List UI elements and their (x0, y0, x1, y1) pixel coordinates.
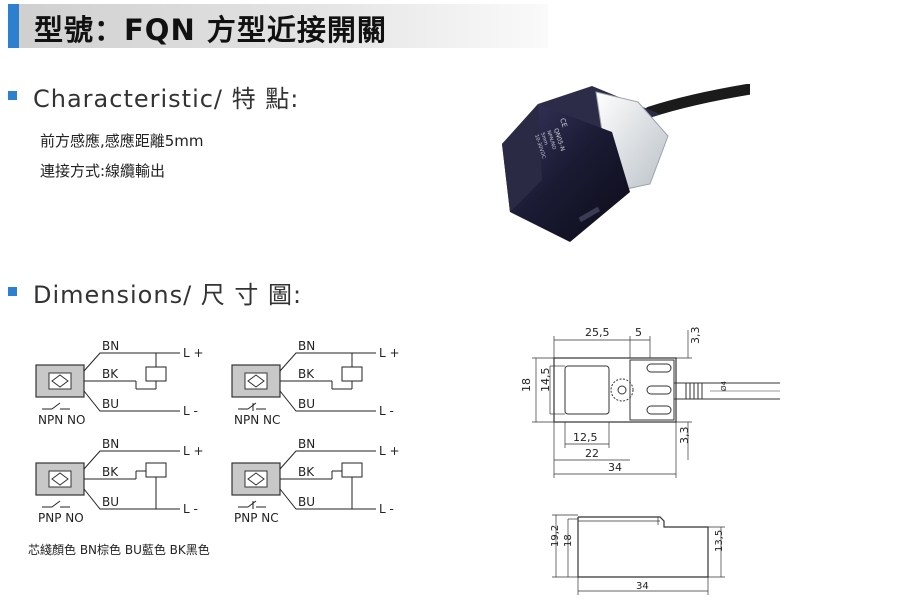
wire-label-bk: BK (102, 465, 119, 479)
wire-label-bu: BU (102, 495, 119, 509)
title-bar: 型號：FQN 方型近接開關 (8, 4, 548, 48)
dim-18-side: 18 (563, 534, 574, 547)
characteristic-bullet (8, 91, 17, 100)
wire-label-bu: BU (298, 397, 315, 411)
title-accent-bar (8, 4, 19, 48)
page-title: 型號：FQN 方型近接開關 (34, 13, 387, 47)
terminal-l-plus: L + (183, 444, 204, 458)
terminal-l-minus: L - (379, 404, 394, 418)
wire-label-bk: BK (298, 367, 315, 381)
dimensions-heading: Dimensions/ 尺 寸 圖: (33, 281, 303, 309)
cable (644, 84, 750, 118)
terminal-l-minus: L - (183, 404, 198, 418)
dim-14-5: 14,5 (539, 368, 552, 393)
dim-3-3-top: 3,3 (689, 327, 702, 345)
terminal-l-plus: L + (379, 444, 400, 458)
dim-34-side: 34 (636, 581, 649, 592)
dim-25-5: 25,5 (585, 326, 610, 339)
wire-label-bn: BN (298, 339, 315, 353)
wire-label-bn: BN (298, 437, 315, 451)
wiring-type-label: PNP NO (38, 511, 84, 525)
sensor-front-face (502, 104, 542, 212)
sensor-led (578, 206, 601, 223)
wiring-type-label: NPN NO (38, 413, 85, 427)
product-ce-mark: CE (558, 117, 568, 128)
front-view-drawing: Ø4 25,5 5 3,3 18 14,5 12,5 22 34 3,3 (520, 326, 780, 478)
wire-label-bn: BN (102, 339, 119, 353)
wiring-diagrams: BN BK BU L + L - NPN NO BN BK BU L + L -… (35, 339, 400, 525)
characteristic-heading: Characteristic/ 特 點: (33, 85, 300, 113)
wiring-diagram-pnp-no: BN BK BU L + L - PNP NO (35, 437, 204, 525)
wire-label-bk: BK (102, 367, 119, 381)
dim-13-5: 13,5 (714, 530, 725, 552)
dim-12-5: 12,5 (573, 431, 598, 444)
dim-22: 22 (585, 447, 599, 460)
wiring-diagram-pnp-nc: BN BK BU L + L - PNP NC (231, 437, 400, 525)
wire-label-bn: BN (102, 437, 119, 451)
wire-color-legend: 芯綫顏色 BN棕色 BU藍色 BK黑色 (28, 543, 210, 557)
dim-34: 34 (608, 461, 622, 474)
dim-5: 5 (635, 326, 642, 339)
terminal-l-plus: L + (183, 346, 204, 360)
product-label-line-2: 5mm (539, 132, 549, 146)
wire-label-bu: BU (298, 495, 315, 509)
dimensions-bullet (8, 287, 17, 296)
product-label-line-1: NPN/NO (545, 130, 557, 151)
terminal-l-minus: L - (183, 502, 198, 516)
dim-3-3-bottom: 3,3 (678, 427, 691, 445)
dim-18: 18 (520, 378, 533, 392)
terminal-l-plus: L + (379, 346, 400, 360)
characteristic-line-2: 連接方式:線纜輸出 (40, 162, 166, 180)
terminal-l-minus: L - (379, 502, 394, 516)
dim-cable-diameter: Ø4 (720, 380, 728, 391)
wiring-diagram-npn-no: BN BK BU L + L - NPN NO (35, 339, 204, 427)
wiring-diagram-npn-nc: BN BK BU L + L - NPN NC (231, 339, 400, 427)
characteristic-line-1: 前方感應,感應距離5mm (40, 132, 204, 150)
side-view-drawing: 19,2 18 13,5 34 (550, 514, 725, 595)
wiring-type-label: PNP NC (234, 511, 279, 525)
wire-label-bu: BU (102, 397, 119, 411)
product-photo: QN05-N NPN/NO 5mm 10-30VDC CE (502, 84, 750, 242)
wiring-type-label: NPN NC (234, 413, 280, 427)
dim-19-2: 19,2 (550, 525, 561, 547)
wire-label-bk: BK (298, 465, 315, 479)
